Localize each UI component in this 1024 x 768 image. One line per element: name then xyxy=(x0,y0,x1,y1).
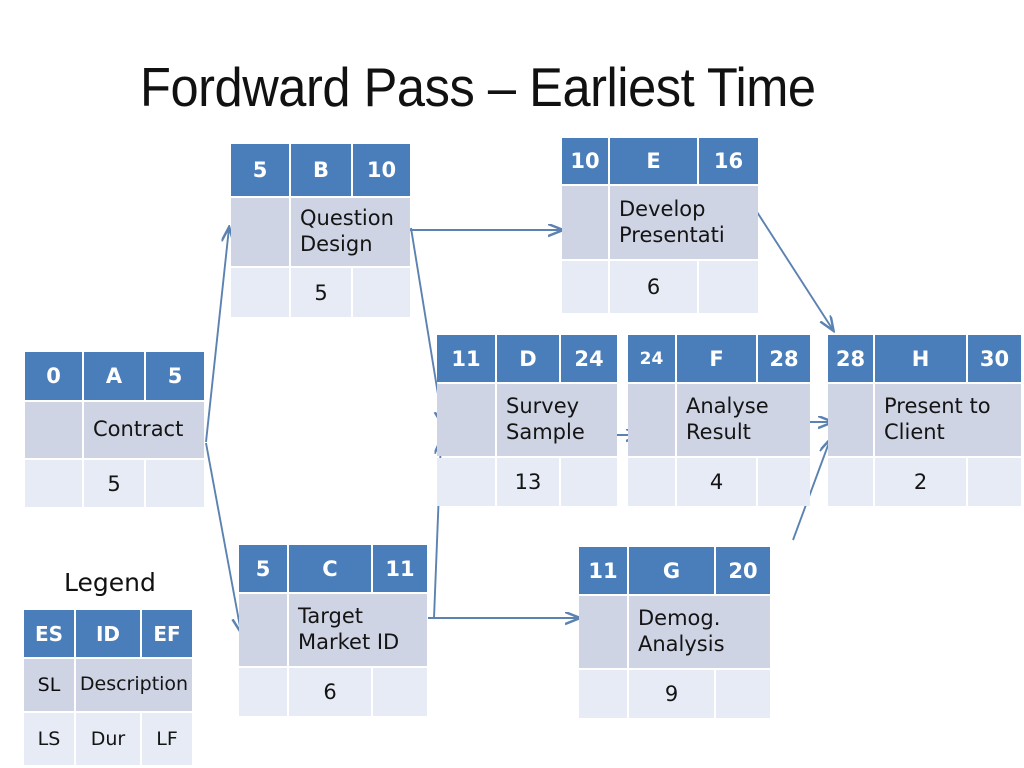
node-E-id: E xyxy=(610,138,697,184)
node-C-description: Target Market ID xyxy=(289,594,427,666)
node-G[interactable]: 11 G 20 Demog. Analysis 9 xyxy=(579,547,770,718)
node-C-ef: 11 xyxy=(373,545,427,592)
node-G-slack xyxy=(579,596,627,668)
node-E-ef: 16 xyxy=(699,138,758,184)
node-G-es: 11 xyxy=(579,547,627,594)
node-B-id: B xyxy=(291,144,351,196)
node-F-lf xyxy=(758,458,810,506)
node-A-slack xyxy=(25,402,82,458)
node-B-description: Question Design xyxy=(291,198,410,266)
node-F-slack xyxy=(628,384,675,456)
node-H-id: H xyxy=(875,335,966,382)
node-A-lf xyxy=(146,460,204,507)
legend-title: Legend xyxy=(64,568,156,597)
legend-es: ES xyxy=(24,610,74,657)
node-F[interactable]: 24 F 28 Analyse Result 4 xyxy=(628,335,810,506)
legend-ef: EF xyxy=(142,610,192,657)
node-H[interactable]: 28 H 30 Present to Client 2 xyxy=(828,335,1021,506)
node-B-ls xyxy=(231,268,289,317)
node-E[interactable]: 10 E 16 Develop Presentati 6 xyxy=(562,138,758,313)
node-B-duration: 5 xyxy=(291,268,351,317)
node-D[interactable]: 11 D 24 Survey Sample 13 xyxy=(437,335,617,506)
node-H-ef: 30 xyxy=(968,335,1021,382)
legend-node: ES ID EF SL Description LS Dur LF xyxy=(24,610,192,765)
node-C-lf xyxy=(373,668,427,716)
page-title: Fordward Pass – Earliest Time xyxy=(140,56,816,118)
node-E-lf xyxy=(699,261,758,313)
node-D-description: Survey Sample xyxy=(497,384,617,456)
node-C-slack xyxy=(239,594,287,666)
node-F-description: Analyse Result xyxy=(677,384,810,456)
node-A-ls xyxy=(25,460,82,507)
node-G-description: Demog. Analysis xyxy=(629,596,770,668)
node-A-description: Contract xyxy=(84,402,204,458)
node-E-description: Develop Presentati xyxy=(610,186,758,259)
node-D-id: D xyxy=(497,335,559,382)
node-G-ef: 20 xyxy=(716,547,770,594)
node-D-lf xyxy=(561,458,617,506)
node-E-duration: 6 xyxy=(610,261,697,313)
node-E-ls xyxy=(562,261,608,313)
node-A[interactable]: 0 A 5 Contract 5 xyxy=(25,352,204,507)
node-H-lf xyxy=(968,458,1021,506)
node-F-ef: 28 xyxy=(758,335,810,382)
node-A-id: A xyxy=(84,352,144,400)
node-B[interactable]: 5 B 10 Question Design 5 xyxy=(231,144,410,317)
node-A-es: 0 xyxy=(25,352,82,400)
node-F-es: 24 xyxy=(628,335,675,382)
node-G-duration: 9 xyxy=(629,670,714,718)
legend-lf: LF xyxy=(142,713,192,765)
node-F-ls xyxy=(628,458,675,506)
legend-description: Description xyxy=(76,659,192,711)
node-D-ef: 24 xyxy=(561,335,617,382)
node-A-ef: 5 xyxy=(146,352,204,400)
node-D-slack xyxy=(437,384,495,456)
node-B-es: 5 xyxy=(231,144,289,196)
node-B-lf xyxy=(353,268,410,317)
node-C[interactable]: 5 C 11 Target Market ID 6 xyxy=(239,545,427,716)
node-E-es: 10 xyxy=(562,138,608,184)
node-F-duration: 4 xyxy=(677,458,756,506)
connector-a-c xyxy=(205,442,241,632)
node-H-ls xyxy=(828,458,873,506)
connector-e-h xyxy=(756,211,833,330)
node-H-es: 28 xyxy=(828,335,873,382)
node-E-slack xyxy=(562,186,608,259)
legend-dur: Dur xyxy=(76,713,140,765)
node-H-description: Present to Client xyxy=(875,384,1021,456)
node-B-slack xyxy=(231,198,289,266)
node-H-duration: 2 xyxy=(875,458,966,506)
node-C-ls xyxy=(239,668,287,716)
node-H-slack xyxy=(828,384,873,456)
node-D-duration: 13 xyxy=(497,458,559,506)
node-B-ef: 10 xyxy=(353,144,410,196)
node-C-es: 5 xyxy=(239,545,287,592)
node-C-id: C xyxy=(289,545,371,592)
node-A-duration: 5 xyxy=(84,460,144,507)
legend-ls: LS xyxy=(24,713,74,765)
node-G-id: G xyxy=(629,547,714,594)
connector-a-b xyxy=(205,228,229,443)
node-G-ls xyxy=(579,670,627,718)
node-D-es: 11 xyxy=(437,335,495,382)
node-G-lf xyxy=(716,670,770,718)
node-C-duration: 6 xyxy=(289,668,371,716)
node-D-ls xyxy=(437,458,495,506)
legend-sl: SL xyxy=(24,659,74,711)
legend-id: ID xyxy=(76,610,140,657)
node-F-id: F xyxy=(677,335,756,382)
